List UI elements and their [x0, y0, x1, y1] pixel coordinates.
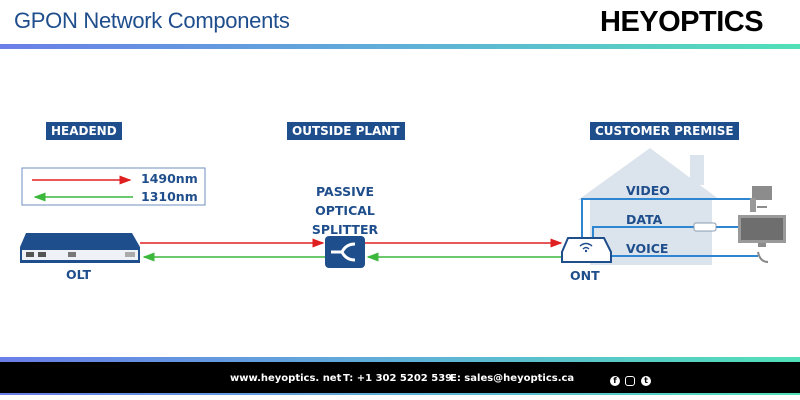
- legend-box: [21, 167, 206, 206]
- footer-email[interactable]: E: sales@heyoptics.ca: [450, 373, 575, 384]
- splitter-icon: [325, 236, 365, 268]
- tv-icon: [738, 215, 786, 247]
- footer: [0, 362, 800, 393]
- service-lines: [581, 198, 758, 257]
- phone-icon: [757, 251, 769, 263]
- heyoptics-logo: HEYOPTICS: [600, 6, 764, 38]
- house-illustration: [578, 148, 720, 265]
- twitter-icon[interactable]: t: [641, 376, 651, 386]
- footer-bottom-bar: [0, 393, 800, 395]
- computer-icon: [750, 186, 772, 212]
- olt-label: OLT: [66, 267, 92, 282]
- page-title: GPON Network Components: [14, 8, 290, 33]
- olt-device-icon: [20, 233, 140, 263]
- splitter-label: PASSIVE OPTICAL SPLITTER: [311, 184, 379, 237]
- ont-device-icon: [561, 237, 612, 263]
- footer-website[interactable]: www.heyoptics. net: [230, 373, 342, 384]
- section-headend: HEADEND: [46, 122, 122, 140]
- footer-gradient-bar: [0, 357, 800, 362]
- instagram-icon[interactable]: [625, 376, 635, 386]
- ont-label: ONT: [570, 268, 600, 283]
- header-gradient-bar: [0, 44, 800, 49]
- legend-1310nm: 1310nm: [141, 189, 198, 204]
- facebook-icon[interactable]: f: [610, 376, 620, 386]
- router-icon: [693, 222, 717, 232]
- footer-phone: T: +1 302 5202 539: [343, 373, 453, 384]
- legend-1490nm: 1490nm: [141, 171, 198, 186]
- section-outside-plant: OUTSIDE PLANT: [287, 122, 405, 140]
- section-customer-premise: CUSTOMER PREMISE: [590, 122, 739, 140]
- service-data: DATA: [626, 212, 663, 227]
- service-voice: VOICE: [626, 241, 669, 256]
- service-video: VIDEO: [626, 183, 670, 198]
